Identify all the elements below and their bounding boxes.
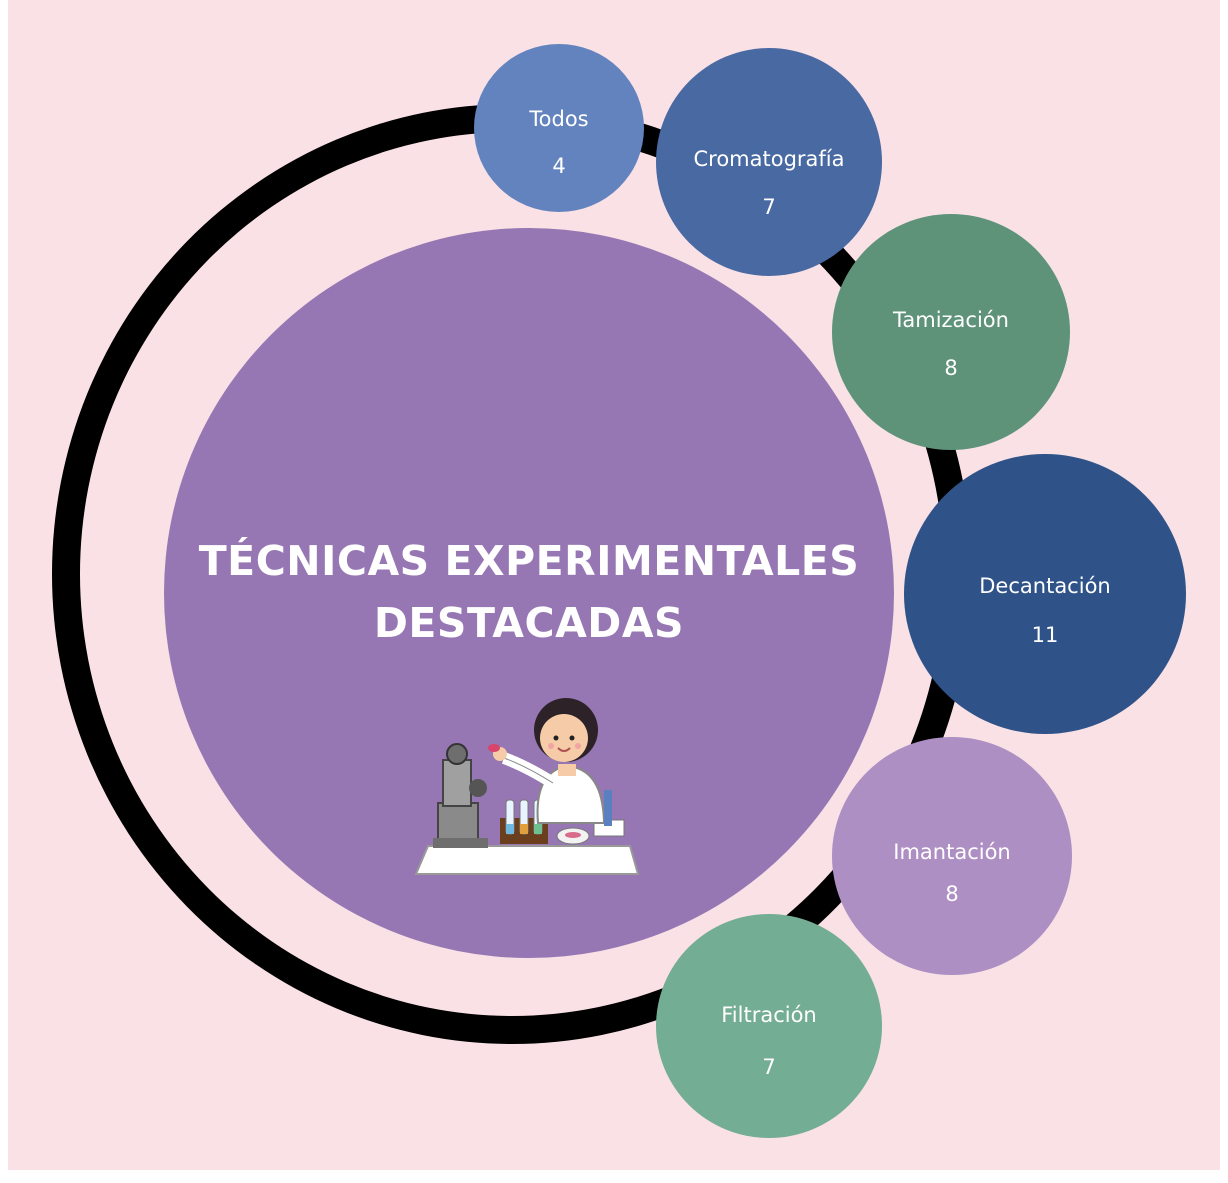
node-tamizacion: Tamización 8: [832, 214, 1070, 450]
node-label: Tamización: [893, 308, 1009, 332]
center-circle: TÉCNICAS EXPERIMENTALES DESTACADAS: [164, 228, 894, 958]
title-line-1: TÉCNICAS EXPERIMENTALES: [198, 537, 860, 585]
scientist-illustration: [414, 698, 640, 875]
node-count: 8: [944, 356, 958, 380]
node-label: Decantación: [979, 574, 1111, 598]
node-count: 11: [1031, 623, 1059, 647]
diagram-canvas: TÉCNICAS EXPERIMENTALES DESTACADAS: [8, 0, 1220, 1170]
node-todos: Todos 4: [474, 44, 644, 212]
node-count: 4: [552, 154, 566, 178]
node-count: 8: [945, 882, 959, 906]
node-filtracion: Filtración 7: [656, 914, 882, 1138]
diagram-title: TÉCNICAS EXPERIMENTALES DESTACADAS: [164, 530, 894, 654]
node-count: 7: [762, 195, 776, 219]
node-imantacion: Imantación 8: [832, 737, 1072, 975]
node-label: Filtración: [721, 1003, 817, 1027]
node-count: 7: [762, 1055, 776, 1079]
title-line-2: DESTACADAS: [373, 599, 685, 647]
node-label: Todos: [529, 107, 589, 131]
node-decantacion: Decantación 11: [904, 454, 1186, 734]
node-label: Imantación: [893, 840, 1011, 864]
node-cromatografia: Cromatografía 7: [656, 48, 882, 276]
node-label: Cromatografía: [693, 147, 845, 171]
